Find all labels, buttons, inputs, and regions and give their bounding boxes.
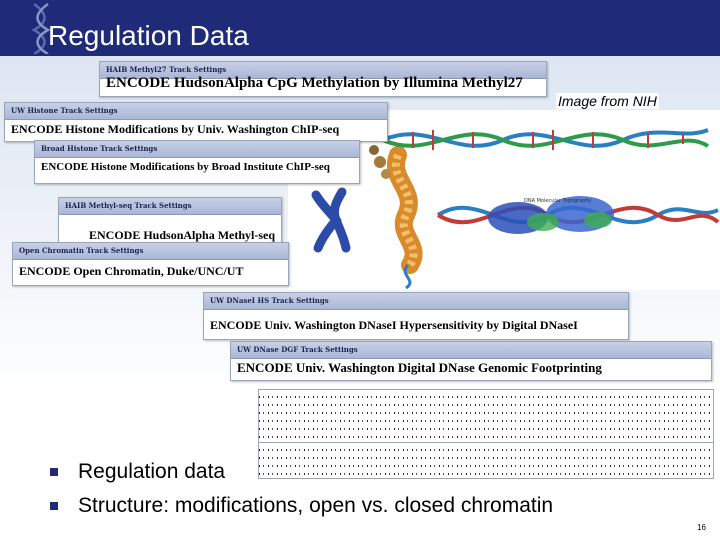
dna-logo-icon <box>31 2 51 54</box>
track-panel-uw-dnasei: UW DNaseI HS Track Settings ENCODE Univ.… <box>203 292 629 340</box>
title-bar: Regulation Data <box>0 0 720 56</box>
dna-helix-lower: DNA Molecular Topography <box>436 196 720 234</box>
panel-title: ENCODE Open Chromatin, Duke/UNC/UT <box>19 264 244 278</box>
image-credit: Image from NIH <box>556 93 659 109</box>
panel-title: ENCODE Histone Modifications by Univ. Wa… <box>11 122 340 136</box>
browser-tracks-snippet-top <box>258 389 714 443</box>
panel-header: UW DNase DGF Track Settings <box>231 342 711 359</box>
bullet-marker-icon <box>50 468 58 476</box>
chromatin-fiber <box>369 145 423 274</box>
track-panel-uw-dnase-dgf: UW DNase DGF Track Settings ENCODE Univ.… <box>230 341 712 381</box>
panel-header: HAIB Methyl-seq Track Settings <box>59 198 281 215</box>
track-panel-methyl27: HAIB Methyl27 Track Settings ENCODE Huds… <box>99 61 547 97</box>
panel-title: ENCODE HudsonAlpha Methyl-seq <box>89 228 276 242</box>
panel-header: UW Histone Track Settings <box>5 103 387 120</box>
bullet-marker-icon <box>50 502 58 510</box>
track-panel-broad-histone: Broad Histone Track Settings ENCODE Hist… <box>34 140 360 184</box>
page-number: 16 <box>697 523 706 532</box>
panel-header: Open Chromatin Track Settings <box>13 243 288 260</box>
slide-title: Regulation Data <box>48 20 249 51</box>
panel-header: UW DNaseI HS Track Settings <box>204 293 628 310</box>
panel-title: ENCODE Histone Modifications by Broad In… <box>41 161 330 173</box>
panel-header: HAIB Methyl27 Track Settings <box>100 62 546 79</box>
panel-title: ENCODE HudsonAlpha CpG Methylation by Il… <box>106 75 523 91</box>
panel-title: ENCODE Univ. Washington DNaseI Hypersens… <box>210 318 578 332</box>
dna-helix-upper <box>382 128 710 150</box>
svg-text:DNA Molecular Topography: DNA Molecular Topography <box>524 198 592 204</box>
browser-tracks-snippet-bottom <box>258 442 714 479</box>
track-panel-open-chromatin: Open Chromatin Track Settings ENCODE Ope… <box>12 242 289 286</box>
chromosome-icon <box>311 187 351 253</box>
track-panel-methyl-seq: HAIB Methyl-seq Track Settings ENCODE Hu… <box>58 197 282 246</box>
dna-strand-tail <box>403 263 412 290</box>
panel-title: ENCODE Univ. Washington Digital DNase Ge… <box>237 360 602 375</box>
track-panel-uw-histone: UW Histone Track Settings ENCODE Histone… <box>4 102 388 142</box>
panel-header: Broad Histone Track Settings <box>35 141 359 158</box>
